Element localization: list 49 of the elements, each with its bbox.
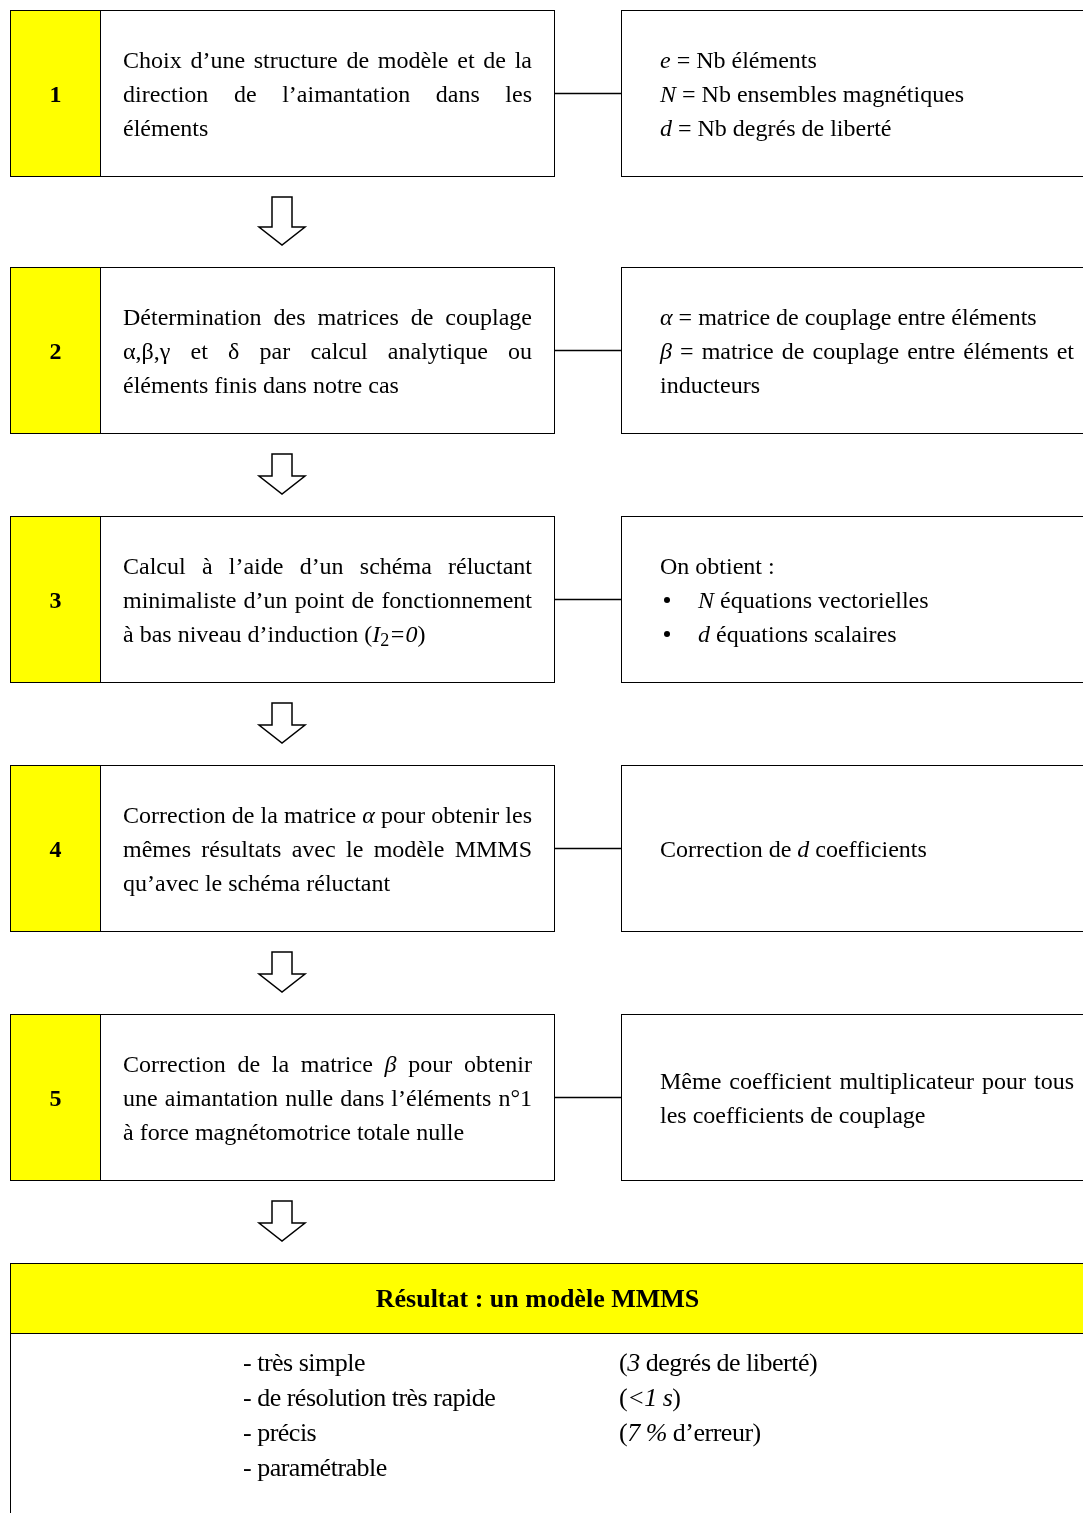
result-box <box>10 1263 1083 1513</box>
result-item-text: (3 degrés de liberté) <box>619 1347 818 1379</box>
result-item-text: (7 % d’erreur) <box>619 1417 761 1449</box>
step-number: 2 <box>49 336 62 366</box>
step-description: Correction de la matrice β pour obtenir une aimantation nulle dans l’éléments n°1 à force magnétomotrice totale nulle <box>123 1049 532 1147</box>
block-arrow <box>256 196 308 246</box>
result-note-box <box>621 267 1083 434</box>
step-number: 4 <box>49 834 62 864</box>
step-description: Correction de la matrice α pour obtenir les mêmes résultats avec le modèle MMMS qu’avec le schéma réluctant <box>123 800 532 898</box>
result-item-text: - précis <box>243 1417 317 1449</box>
connector-line <box>554 847 622 850</box>
result-note-box <box>621 765 1083 932</box>
block-arrow <box>256 453 308 495</box>
connector-line <box>554 1096 622 1099</box>
step-number: 1 <box>49 79 62 109</box>
step-box <box>10 516 555 683</box>
connector-line <box>554 349 622 352</box>
connector-line <box>554 92 622 95</box>
result-item-text: - très simple <box>243 1347 366 1379</box>
block-arrow <box>256 1200 308 1242</box>
block-arrow <box>256 702 308 744</box>
step-number: 5 <box>49 1083 62 1113</box>
connector-line <box>554 598 622 601</box>
step-box <box>10 765 555 932</box>
note-text: β = matrice de couplage entre éléments et inducteurs <box>660 336 1074 400</box>
note-text: d = Nb degrés de liberté <box>660 113 893 143</box>
note-text: Même coefficient multiplicateur pour tous les coefficients de couplage <box>660 1066 1074 1130</box>
step-description: Choix d’une structure de modèle et de la direction de l’aimantation dans les éléments <box>123 45 532 143</box>
bullet-text: N équations vectorielles <box>698 585 929 615</box>
step-box <box>10 267 555 434</box>
note-text: α = matrice de couplage entre éléments <box>660 302 1038 332</box>
result-item-text: - paramétrable <box>243 1452 387 1484</box>
note-text: On obtient : <box>660 551 776 581</box>
bullet-text: d équations scalaires <box>698 619 897 649</box>
result-note-box <box>621 10 1083 177</box>
result-item-text: (<1 s) <box>619 1382 681 1414</box>
result-note-box <box>621 1014 1083 1181</box>
result-item-text: - de résolution très rapide <box>243 1382 496 1414</box>
result-note-box <box>621 516 1083 683</box>
note-text: e = Nb éléments <box>660 45 818 75</box>
step-description: Détermination des matrices de couplage α,β,γ et δ par calcul analytique ou éléments finis dans notre cas <box>123 302 532 400</box>
step-box <box>10 10 555 177</box>
note-text: N = Nb ensembles magnétiques <box>660 79 966 109</box>
step-number: 3 <box>49 585 62 615</box>
result-heading: Résultat : un modèle MMMS <box>375 1283 700 1315</box>
block-arrow <box>256 951 308 993</box>
step-description: Calcul à l’aide d’un schéma réluctant minimaliste d’un point de fonctionnement à bas niveau d’induction (I$_{2}$=0) <box>123 551 532 651</box>
note-text: Correction de d coefficients <box>660 834 928 864</box>
step-box <box>10 1014 555 1181</box>
